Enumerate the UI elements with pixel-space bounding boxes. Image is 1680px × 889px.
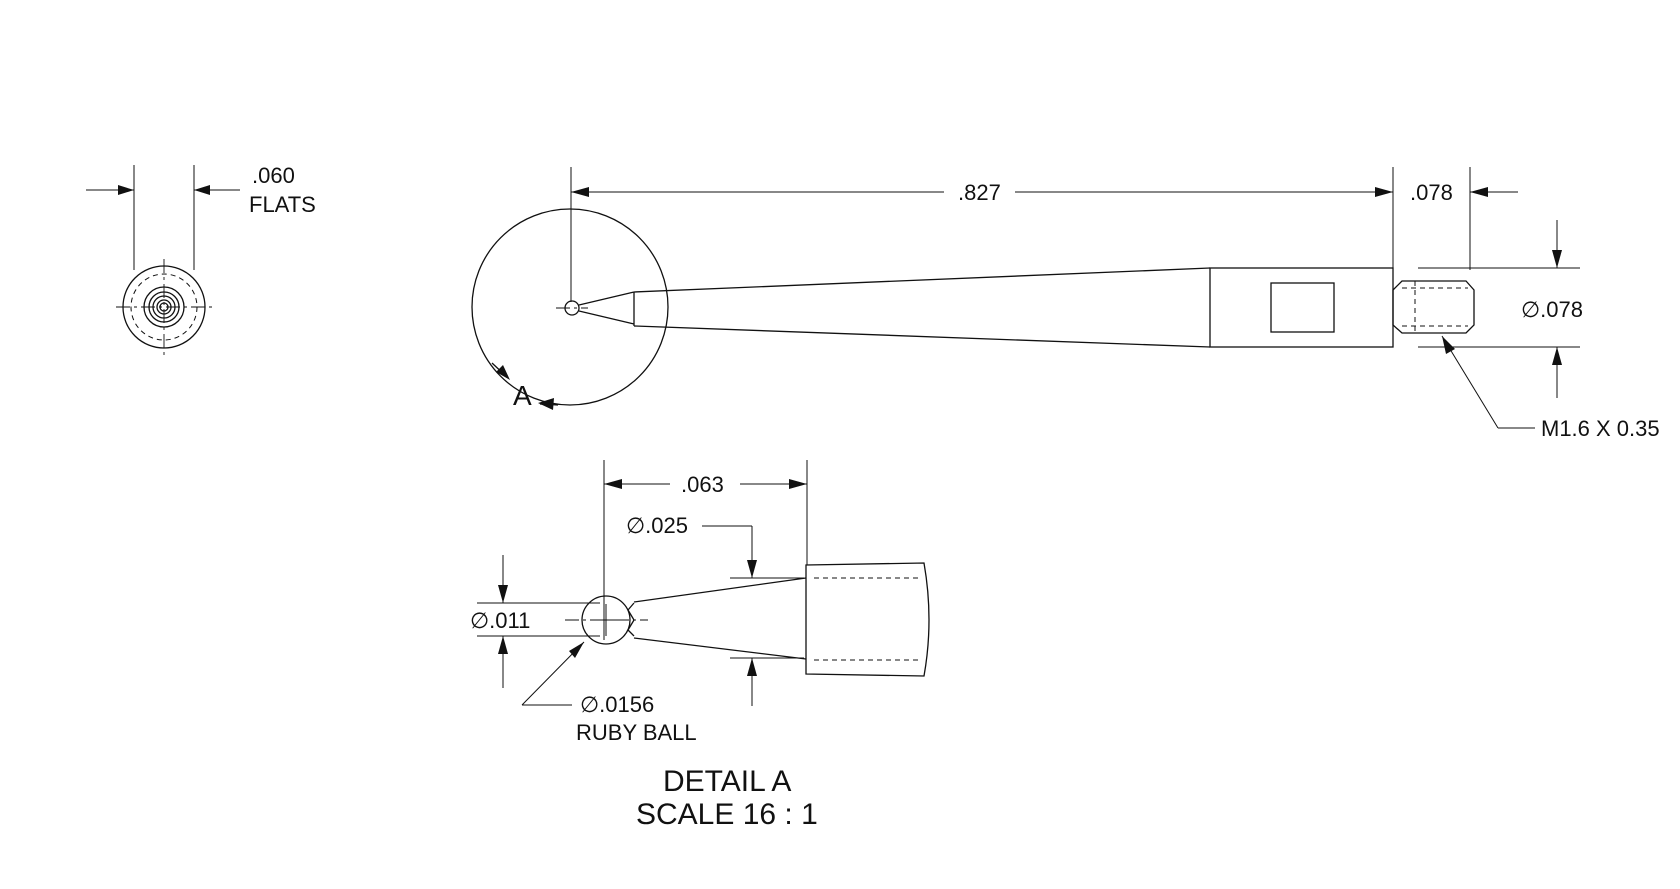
detail-view: .063 ∅.025 ∅.011 — [470, 460, 930, 831]
detail-scale: SCALE 16 : 1 — [636, 798, 818, 831]
detail-ruby-ball — [581, 595, 631, 645]
detail-a-label: A — [513, 380, 532, 411]
detail-shaft-segment — [805, 562, 930, 677]
thread-callout: M1.6 X 0.35 — [1541, 416, 1660, 441]
overall-length-dimension: .827 — [958, 180, 1001, 205]
detail-cone-upper — [633, 577, 807, 603]
tip-length-dimension: .063 — [681, 472, 724, 497]
wrench-flat — [1270, 282, 1335, 333]
flats-dimension-value: .060 — [252, 163, 295, 188]
stem-diameter-dimension: ∅.011 — [470, 608, 530, 633]
diameter-dimension: ∅.078 — [1521, 297, 1583, 322]
detail-a-circle — [471, 208, 669, 406]
ball-diameter-dimension: ∅.0156 — [580, 692, 654, 717]
cone-diameter-dimension: ∅.025 — [626, 513, 688, 538]
main-view: A .827 .078 — [471, 167, 1660, 441]
ruby-ball-label: RUBY BALL — [576, 720, 697, 745]
thread-section — [1392, 280, 1475, 334]
thread-length-dimension: .078 — [1410, 180, 1453, 205]
detail-title: DETAIL A — [663, 765, 791, 798]
detail-cone-lower — [633, 637, 807, 660]
probe-body — [1209, 267, 1394, 348]
end-view: .060 FLATS — [86, 163, 316, 355]
shaft-lower-edge — [633, 325, 1211, 348]
flats-dimension-label: FLATS — [249, 192, 316, 217]
shaft-upper-edge — [633, 267, 1211, 293]
